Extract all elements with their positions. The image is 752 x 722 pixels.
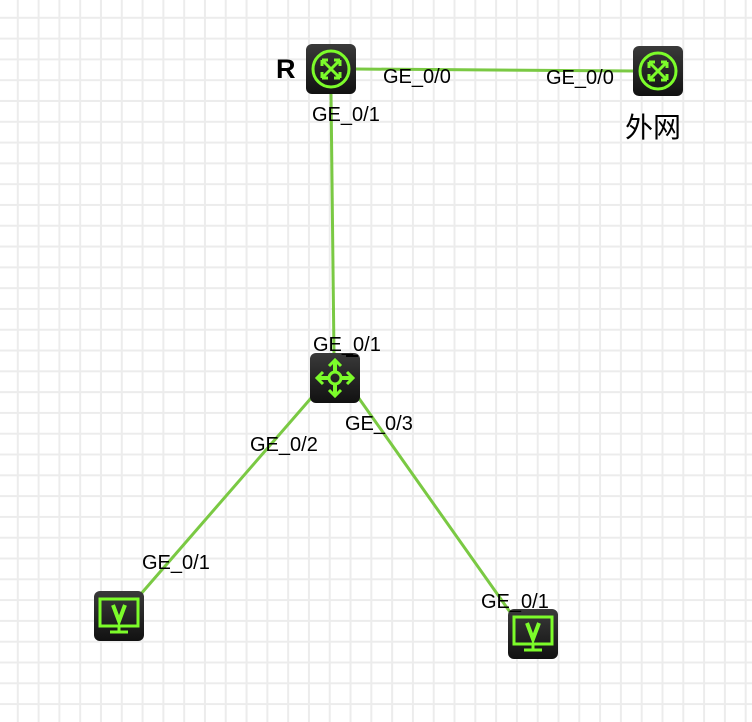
port-label: GE_0/0 <box>383 66 451 88</box>
router-external-name: 外网 <box>625 111 682 144</box>
pc-1[interactable] <box>94 591 144 641</box>
pc-icon <box>512 615 554 652</box>
pc-2[interactable] <box>508 609 558 659</box>
router-r-name: R <box>276 54 296 84</box>
port-label: GE_0/1 <box>481 591 549 613</box>
port-label: GE_0/3 <box>345 413 413 435</box>
link-r-switch[interactable] <box>329 92 336 356</box>
router-r[interactable] <box>306 44 356 94</box>
port-label: GE_0/1 <box>313 334 381 356</box>
switch[interactable] <box>310 353 360 403</box>
port-label: GE_0/1 <box>142 552 210 574</box>
router-icon <box>311 49 351 89</box>
link-r-ext[interactable] <box>354 67 636 73</box>
link-switch-pc1[interactable] <box>138 396 314 596</box>
port-label: GE_0/0 <box>546 67 614 89</box>
switch-icon <box>314 355 358 399</box>
port-label: GE_0/1 <box>312 104 380 126</box>
router-external[interactable] <box>633 46 683 96</box>
link-switch-pc2[interactable] <box>356 396 512 613</box>
pc-icon <box>98 597 140 634</box>
port-label: GE_0/2 <box>250 434 318 456</box>
router-icon <box>638 51 678 91</box>
